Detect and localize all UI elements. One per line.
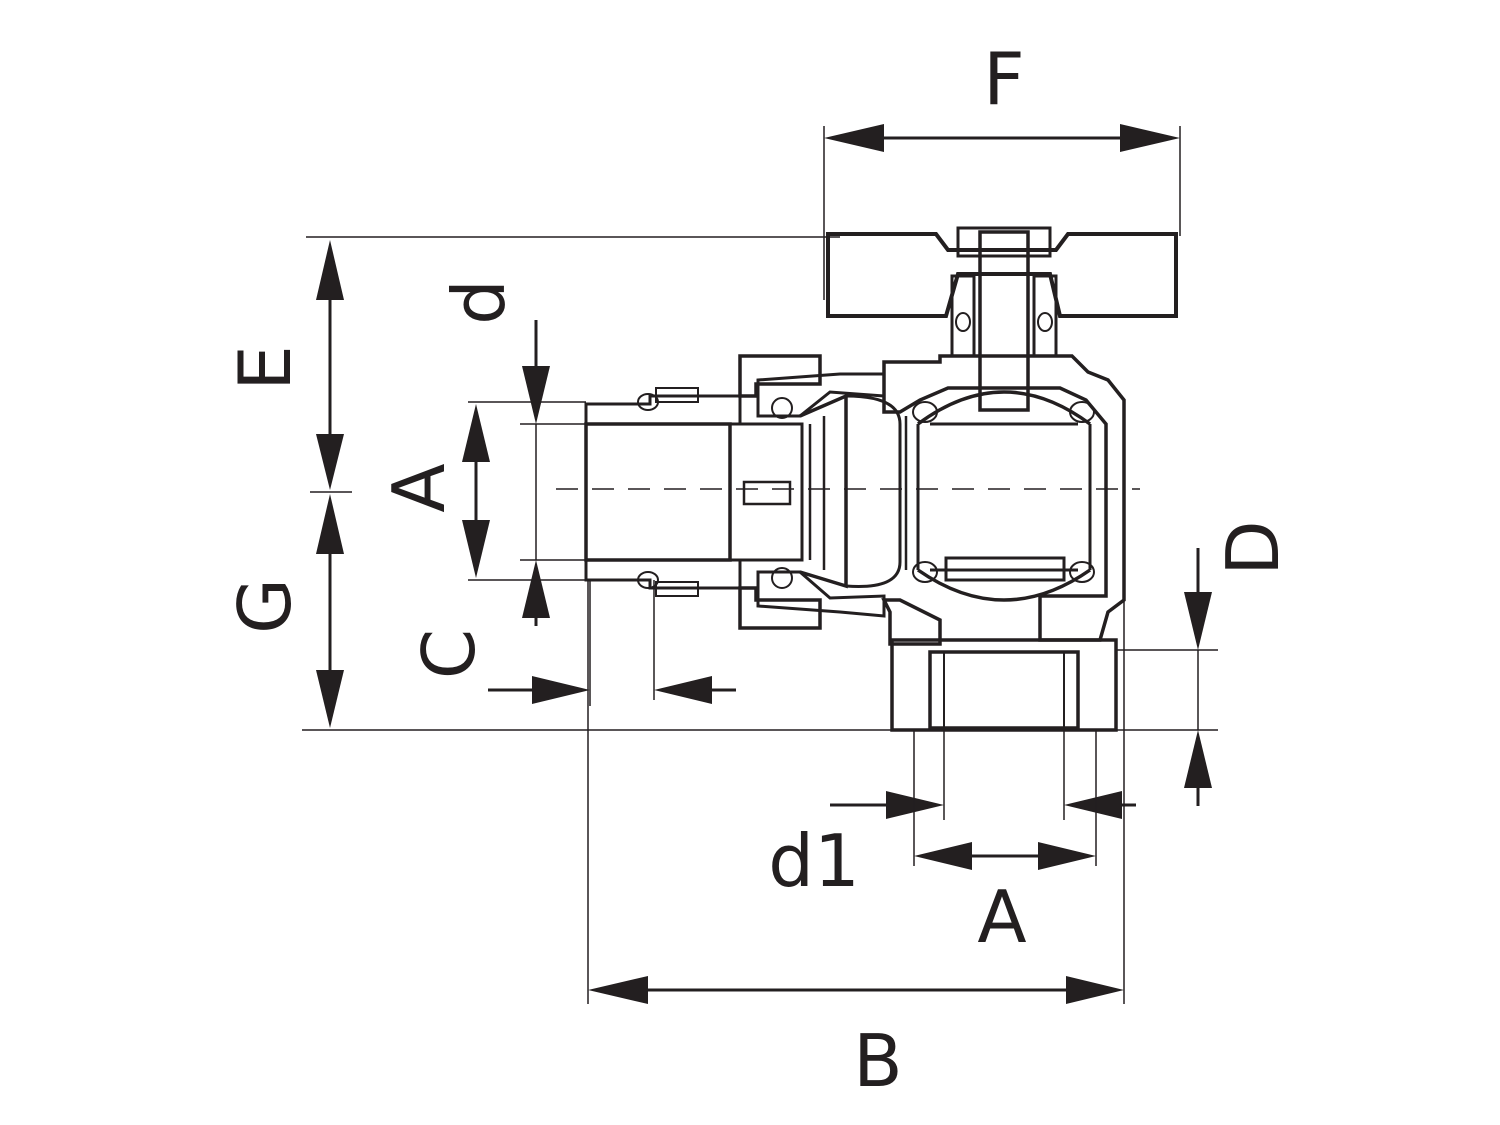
label-C: C [407, 629, 491, 679]
ball [912, 390, 1095, 602]
butterfly-handle [826, 232, 1178, 318]
label-G: G [223, 578, 307, 634]
label-A-vertical: A [377, 463, 461, 512]
outlet-port [890, 638, 1118, 732]
label-D: D [1211, 520, 1295, 575]
valve-stem [950, 226, 1058, 412]
coupling-tail [584, 387, 804, 597]
body-connector [799, 393, 908, 589]
label-d: d [437, 279, 521, 325]
dimension-lines [302, 124, 1218, 1004]
label-B: B [853, 1019, 902, 1103]
label-d1: d1 [768, 819, 860, 903]
valve-body [556, 226, 1178, 732]
label-A-bottom: A [977, 875, 1026, 959]
label-F: F [983, 37, 1024, 121]
label-E: E [223, 345, 307, 391]
dimension-labels: F E G d A C D d1 A B [223, 37, 1295, 1103]
